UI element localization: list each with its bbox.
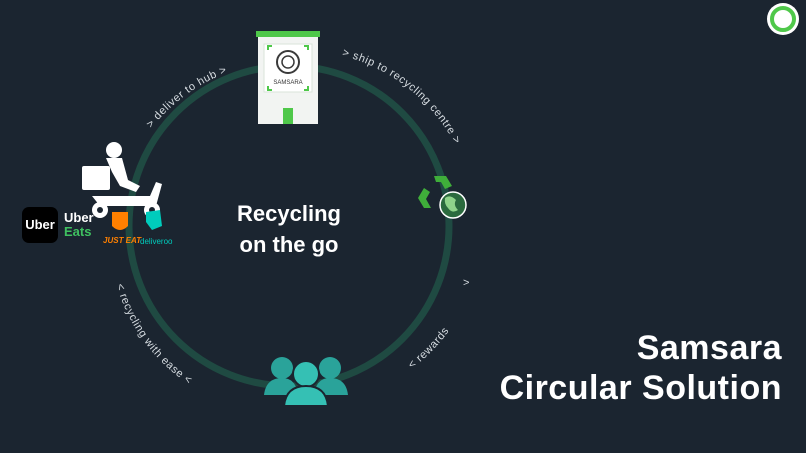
- people-icon: [264, 357, 348, 407]
- deliveroo-icon: [146, 210, 162, 230]
- just-eat-logo: JUST EAT: [103, 236, 142, 245]
- just-eat-icon: [112, 212, 128, 230]
- uber-logo: Uber: [22, 207, 58, 243]
- label-chevron-right: >: [463, 277, 470, 289]
- uber-eats-line1: Uber: [64, 210, 94, 225]
- recycle-globe-icon: [418, 176, 467, 219]
- logo-ring-icon: [767, 3, 799, 35]
- label-ship-to-recycling: > ship to recycling centre >: [341, 47, 463, 146]
- center-caption-line1: Recycling: [237, 201, 341, 226]
- page-title-line1: Samsara: [636, 329, 782, 367]
- center-caption-line2: on the go: [239, 232, 339, 257]
- label-deliver-to-hub: > deliver to hub >: [144, 64, 228, 130]
- label-recycling-with-ease: < recycling with ease <: [114, 282, 195, 387]
- uber-eats-logo: Uber Eats: [64, 211, 94, 239]
- page-title-line2: Circular Solution: [499, 369, 782, 407]
- page-title: Samsara Circular Solution: [500, 328, 782, 408]
- uber-eats-line2: Eats: [64, 224, 92, 239]
- hub-building-icon: SAMSARA: [256, 31, 320, 124]
- hub-brand-text: SAMSARA: [273, 80, 302, 86]
- center-caption: Recycling on the go: [200, 198, 378, 260]
- deliveroo-logo: deliveroo: [140, 237, 173, 246]
